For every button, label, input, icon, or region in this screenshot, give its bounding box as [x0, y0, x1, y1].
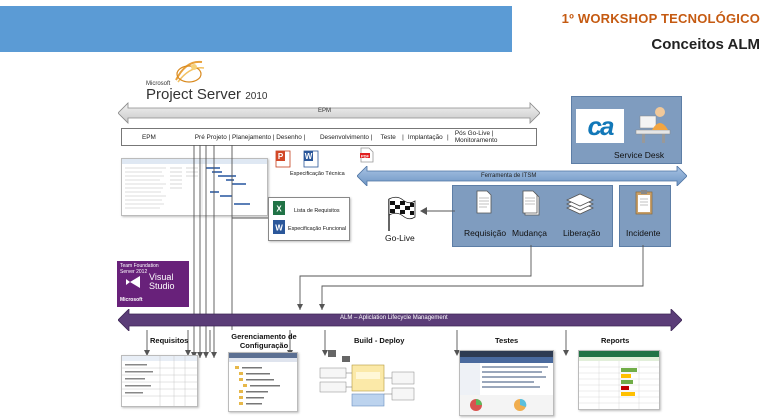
page-title: Conceitos ALM — [651, 36, 760, 53]
incidente-label: Incidente — [626, 228, 661, 238]
svg-text:X: X — [276, 205, 282, 214]
phase-separator: | — [402, 133, 404, 141]
testes-section-label: Testes — [495, 336, 519, 345]
source-control-screenshot — [228, 352, 298, 412]
epm-arrow-label: EPM — [318, 108, 332, 114]
lista-requisitos-label: Lista de Requisitos — [294, 208, 340, 214]
workshop-title: 1º WORKSHOP TECNOLÓGICO — [561, 11, 760, 26]
powerpoint-icon: P — [275, 150, 291, 168]
ca-logo: ca — [576, 109, 624, 143]
word-icon: W — [303, 150, 319, 168]
project-server-title: Project Server 2010 — [146, 86, 268, 103]
service-desk-agent-icon — [635, 107, 671, 143]
spec-tecnica-label: Especificação Técnica — [290, 171, 345, 177]
microsoft-logo-text: Microsoft — [120, 297, 143, 303]
test-manager-screenshot — [459, 350, 554, 416]
microsoft-label: Microsoft — [146, 81, 171, 87]
tfs-logo — [117, 261, 189, 307]
build-deploy-diagram — [316, 350, 416, 412]
visual-studio-icon — [126, 276, 140, 288]
header-banner — [0, 6, 512, 52]
phase-separator: | — [447, 133, 449, 141]
requirements-table-screenshot — [121, 355, 198, 407]
word-icon: W — [273, 220, 285, 234]
phase-epm: EPM — [142, 133, 156, 141]
gerenciamento-section-label: Gerenciamento de Configuração — [231, 332, 297, 350]
documents-icon — [522, 190, 540, 216]
alm-arrow — [118, 309, 682, 331]
go-live-label: Go-Live — [385, 233, 415, 243]
epm-arrow — [118, 102, 540, 124]
svg-text:PDF: PDF — [361, 153, 370, 158]
phase-test: Teste — [380, 133, 396, 141]
clipboard-icon — [635, 190, 653, 215]
requisitos-section-label: Requisitos — [150, 336, 189, 345]
mudanca-label: Mudança — [512, 228, 547, 238]
document-icon — [476, 190, 492, 214]
project-phases-bar: EPM Pré Projeto | Planejamento | Desenho… — [121, 128, 537, 146]
arrow-to-golive — [420, 207, 454, 215]
especificacao-funcional-label: Especificação Funcional — [288, 226, 347, 232]
svg-text:P: P — [278, 152, 284, 161]
itsm-arrow-label: Ferramenta de ITSM — [481, 173, 537, 179]
gantt-screenshot — [121, 158, 268, 216]
reports-spreadsheet-screenshot — [578, 350, 660, 410]
alm-arrow-label: ALM – Apliclation Lifecycle Management — [340, 315, 448, 321]
paper-stack-icon — [566, 193, 594, 215]
phase-post-golive: Pós Go-Live | Monitoramento — [454, 130, 498, 144]
requisicao-label: Requisição — [464, 228, 507, 238]
project-server-logo-icon — [175, 60, 205, 83]
liberacao-label: Liberação — [563, 228, 601, 238]
excel-icon: X — [273, 201, 285, 215]
build-deploy-section-label: Build - Deploy — [354, 336, 405, 345]
phase-development: Desenvolvimento | — [319, 133, 373, 141]
checkered-flag-icon — [388, 196, 416, 231]
reports-section-label: Reports — [601, 336, 630, 345]
service-desk-label: Service Desk — [614, 150, 665, 160]
itsm-arrow — [357, 166, 687, 186]
svg-text:W: W — [275, 224, 283, 233]
phase-deployment: Implantação — [407, 133, 443, 141]
svg-text:W: W — [305, 152, 313, 161]
pdf-icon: PDF — [360, 147, 374, 163]
phase-planning: Pré Projeto | Planejamento | Desenho | — [194, 133, 306, 141]
